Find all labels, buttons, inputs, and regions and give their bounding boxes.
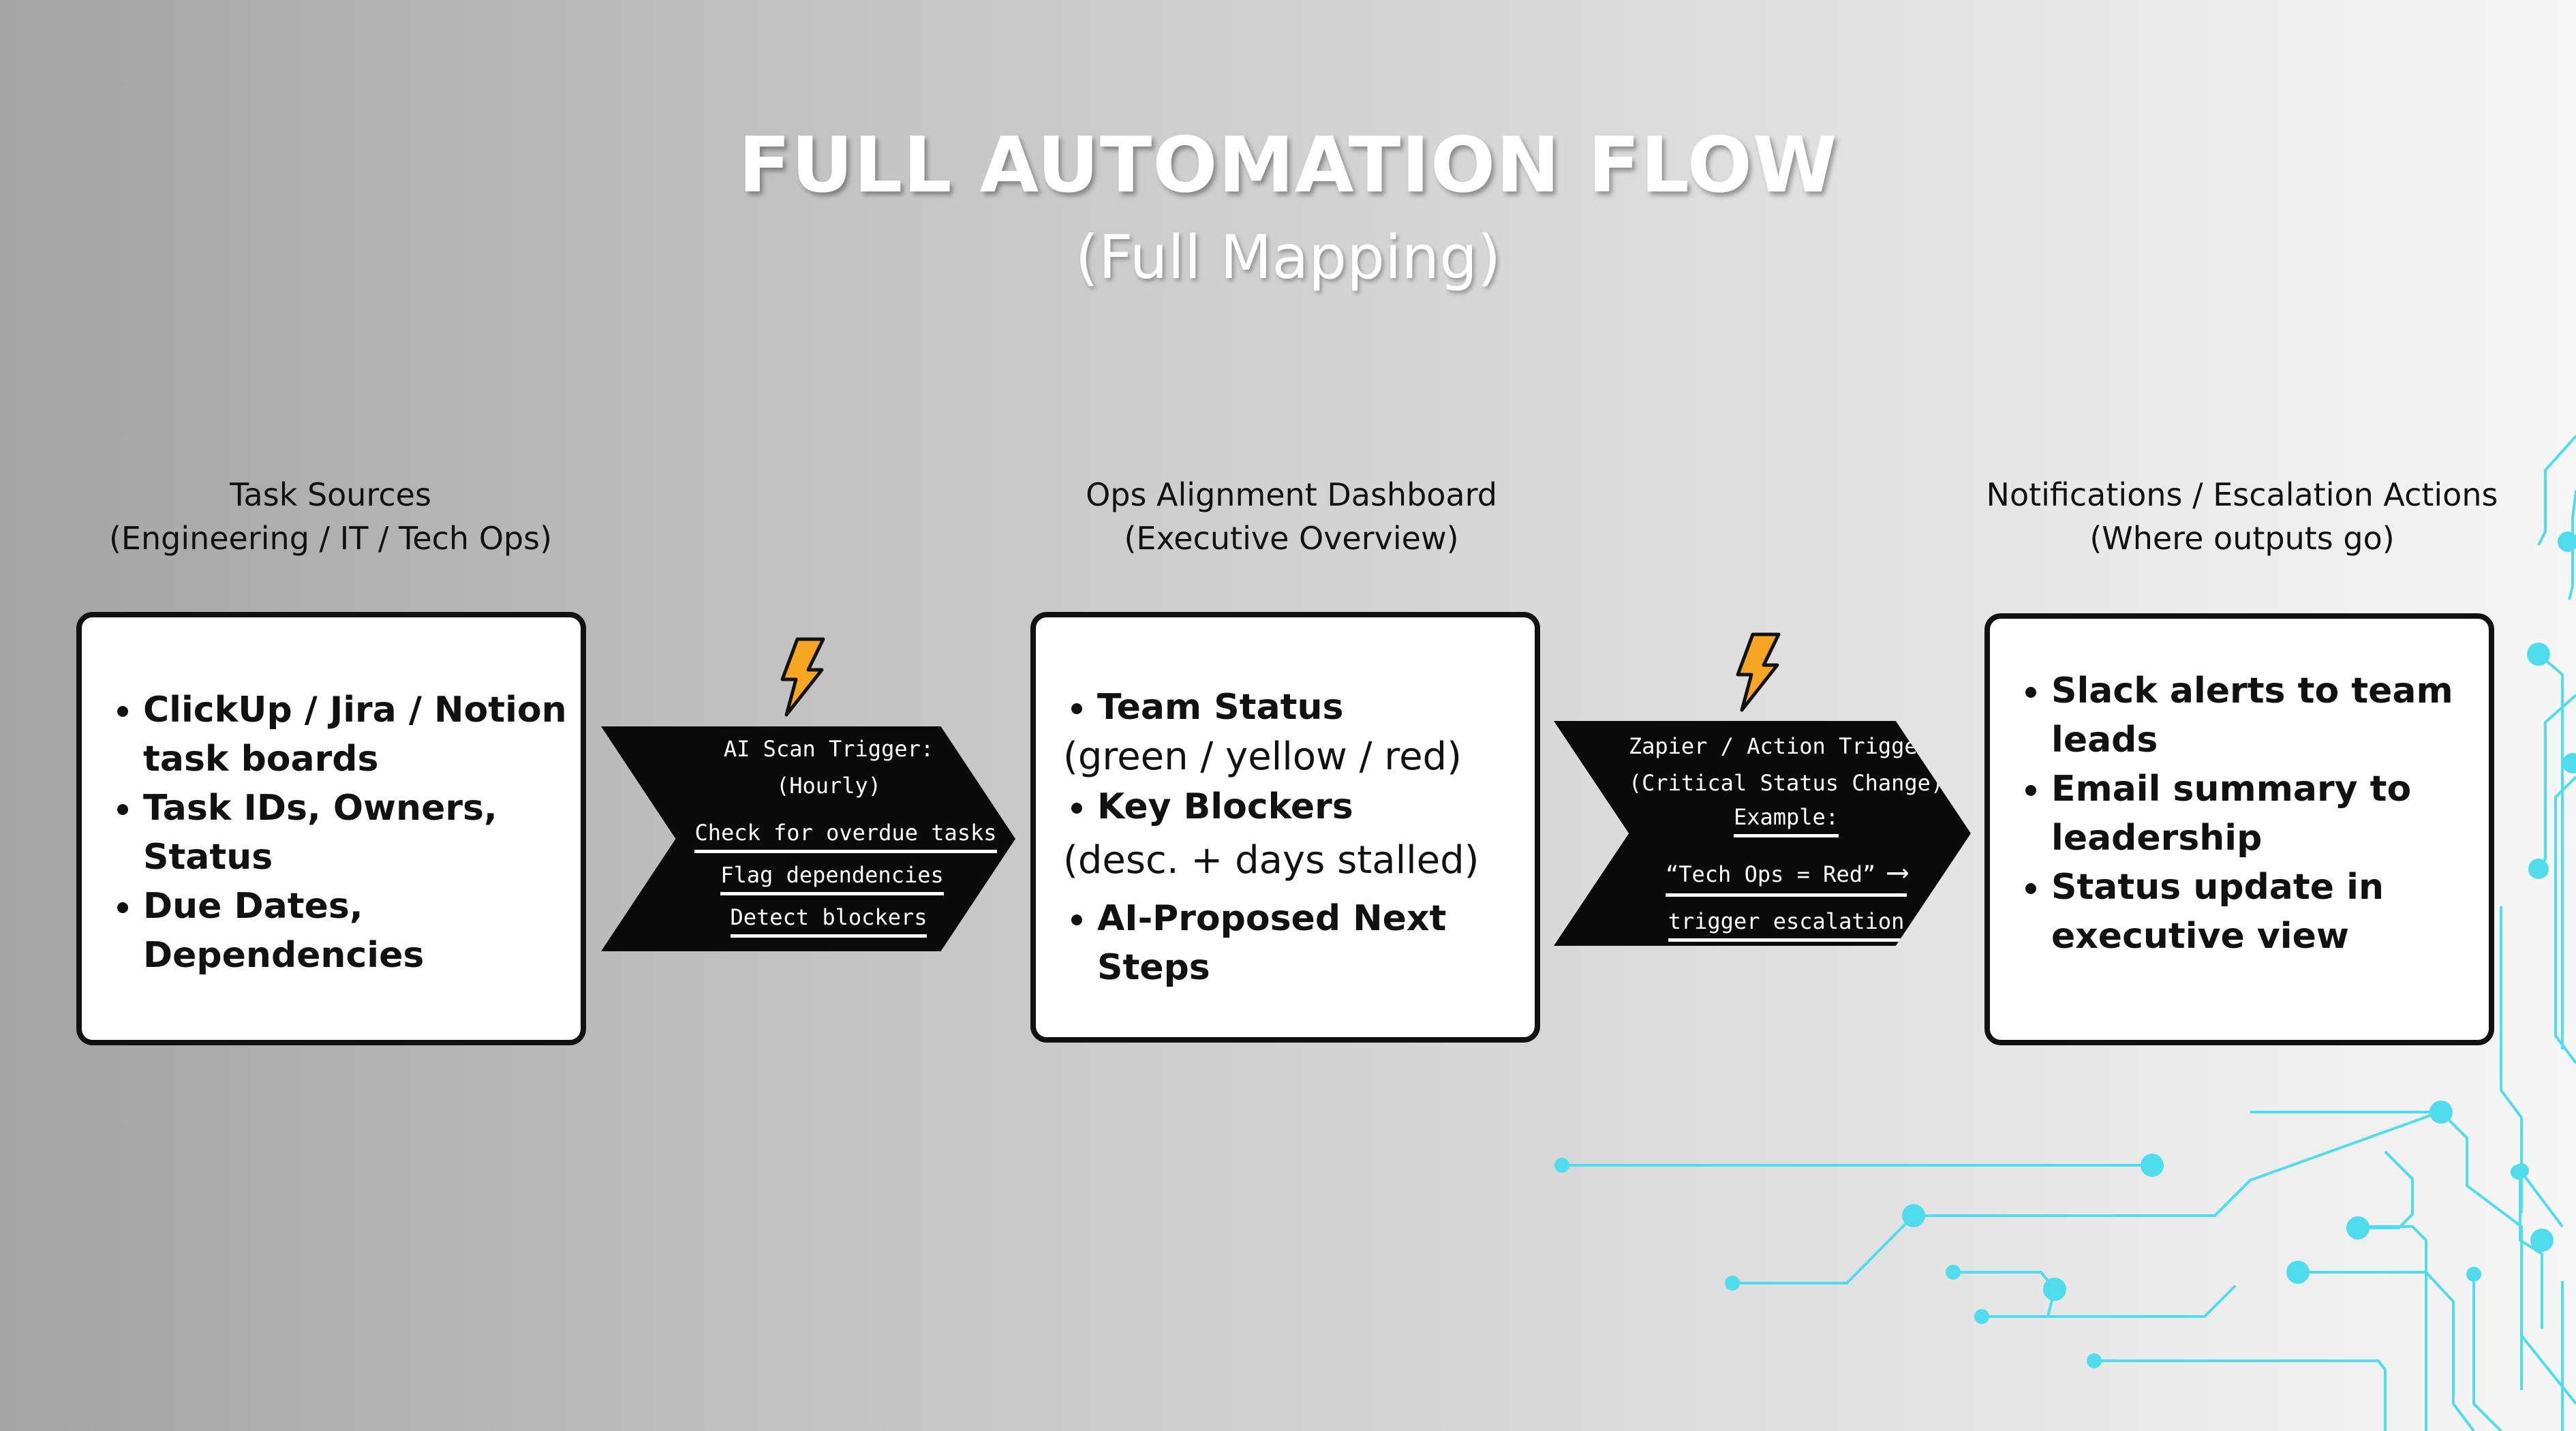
list-item: Task IDs, Owners, Status (143, 784, 581, 882)
ai-scan-trigger: AI Scan Trigger: (Hourly) Check for over… (601, 726, 1015, 951)
trigger-action: Flag dependencies (720, 862, 944, 895)
slide-subtitle: (Full Mapping) (1075, 222, 1501, 292)
trigger-title: AI Scan Trigger: (723, 736, 934, 762)
trigger-example-label: Example: (1733, 804, 1839, 837)
heading-line: Ops Alignment Dashboard (1086, 476, 1497, 513)
zapier-action-trigger: Zapier / Action Trigger: (Critical Statu… (1554, 721, 1971, 946)
blockers-note: (desc. + days stalled) (1063, 838, 1479, 882)
trigger-title: Zapier / Action Trigger: (1628, 733, 1944, 759)
trigger-action: trigger escalation (1668, 908, 1905, 942)
notifications-heading: Notifications / Escalation Actions (Wher… (1976, 473, 2508, 560)
trigger-frequency: (Hourly) (776, 773, 882, 799)
list-item: Status update in executive view (2051, 863, 2489, 961)
heading-subline: (Executive Overview) (1124, 520, 1459, 557)
list-item: Due Dates, Dependencies (143, 882, 581, 980)
heading-subline: (Where outputs go) (2089, 520, 2395, 557)
trigger-example: “Tech Ops = Red” (1665, 861, 1876, 887)
dashboard-box: Team Status (green / yellow / red) Key B… (1030, 612, 1540, 1043)
task-sources-heading: Task Sources (Engineering / IT / Tech Op… (75, 473, 586, 560)
notifications-box: Slack alerts to team leads Email summary… (1984, 613, 2494, 1045)
status-colors-note: (green / yellow / red) (1063, 735, 1462, 779)
list-item: Key Blockers (1097, 782, 1535, 831)
trigger-condition: (Critical Status Change) (1628, 770, 1944, 796)
slide-title: FULL AUTOMATION FLOW (738, 121, 1838, 210)
list-item: Slack alerts to team leads (2051, 666, 2489, 765)
lightning-bolt-icon (1736, 632, 1781, 712)
lightning-bolt-icon (780, 637, 825, 717)
list-item: Email summary to leadership (2051, 765, 2489, 863)
arrow-right-icon: ⟶ (1888, 855, 1907, 889)
trigger-action: Check for overdue tasks (694, 820, 997, 853)
list-item: Team Status (1097, 683, 1535, 732)
list-item: ClickUp / Jira / Notion task boards (143, 686, 581, 784)
dashboard-heading: Ops Alignment Dashboard (Executive Overv… (1029, 473, 1554, 560)
list-item: AI-Proposed Next Steps (1097, 894, 1535, 992)
task-sources-box: ClickUp / Jira / Notion task boards Task… (76, 612, 586, 1045)
trigger-action: Detect blockers (730, 904, 927, 938)
heading-line: Notifications / Escalation Actions (1986, 476, 2498, 513)
heading-subline: (Engineering / IT / Tech Ops) (108, 520, 553, 557)
heading-line: Task Sources (230, 476, 431, 513)
